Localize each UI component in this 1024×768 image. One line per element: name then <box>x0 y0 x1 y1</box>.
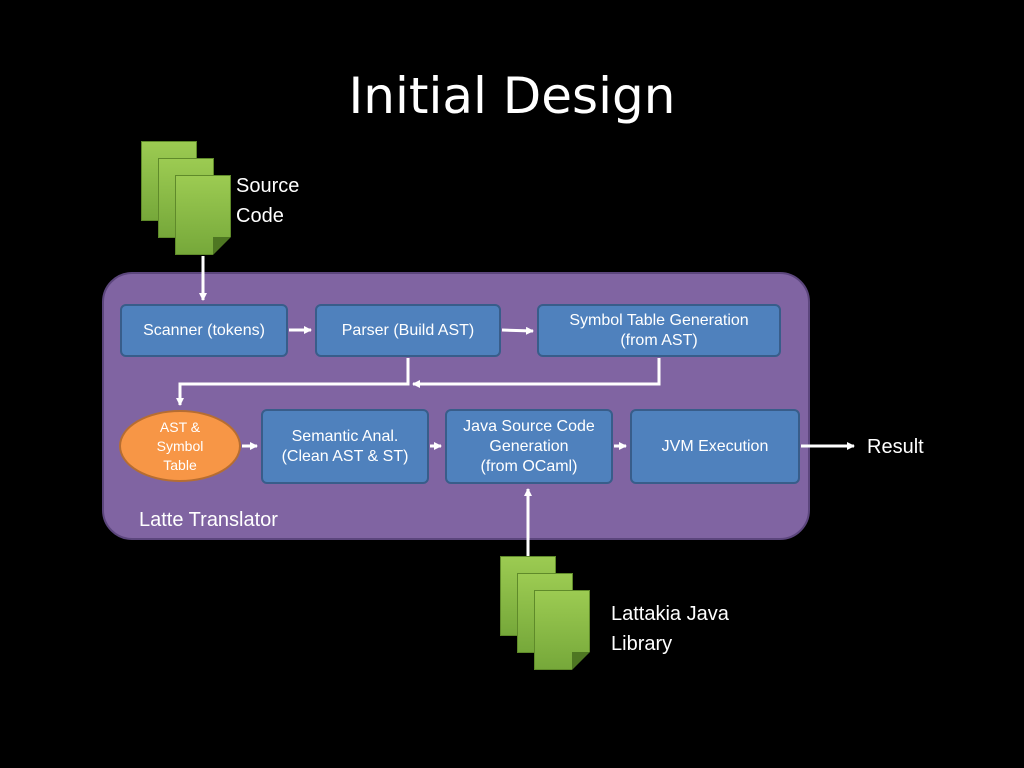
jvm-execution-box: JVM Execution <box>630 409 800 484</box>
scanner-box: Scanner (tokens) <box>120 304 288 357</box>
source-code-label: Source Code <box>236 175 300 227</box>
document-icon <box>175 175 231 255</box>
latte-translator-label: Latte Translator <box>139 509 278 531</box>
document-icon <box>534 590 590 670</box>
arrow-parser-to-ast <box>176 358 410 406</box>
arrow-parser-to-symbol-table <box>501 326 534 335</box>
slide-title: Initial Design <box>348 67 676 125</box>
result-label: Result <box>867 436 924 458</box>
semantic-analysis-box: Semantic Anal. (Clean AST & ST) <box>261 409 429 484</box>
java-source-generation-box: Java Source Code Generation (from OCaml) <box>445 409 613 484</box>
library-label: Lattakia Java Library <box>611 603 729 655</box>
ast-symbol-table-ellipse: AST & Symbol Table <box>119 410 241 482</box>
symbol-table-generation-box: Symbol Table Generation (from AST) <box>537 304 781 357</box>
arrow-symbol-table-to-merge <box>412 358 661 388</box>
parser-box: Parser (Build AST) <box>315 304 501 357</box>
